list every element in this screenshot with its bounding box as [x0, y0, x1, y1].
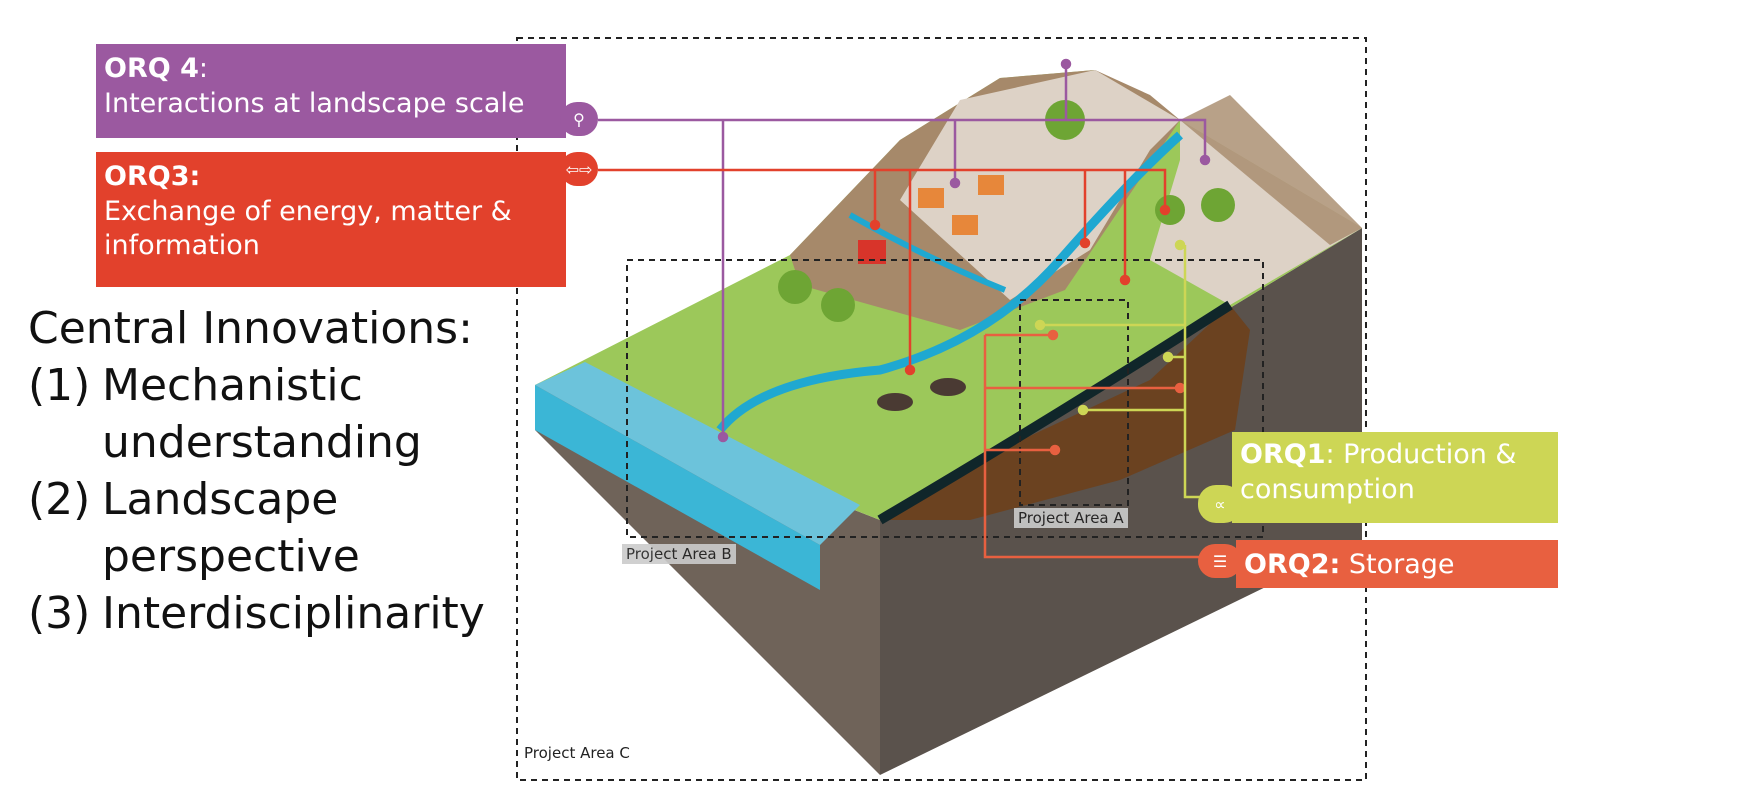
- project-area-c-label: Project Area C: [524, 744, 630, 762]
- innovation-item: (3)Interdisciplinarity: [28, 585, 485, 642]
- lake-front: [535, 385, 820, 590]
- orq2-text: Storage: [1348, 549, 1455, 580]
- orq3-text: Exchange of energy, matter & information: [104, 195, 512, 262]
- orq1-text: Production & consumption: [1240, 439, 1517, 505]
- project-area-b-boundary: [626, 259, 1264, 538]
- item-text: Mechanistic understanding: [102, 360, 422, 468]
- item-text: Interdisciplinarity: [102, 588, 485, 639]
- orq1-label: ORQ1: Production & consumption: [1232, 432, 1558, 523]
- orq2-title: ORQ2:: [1244, 549, 1341, 580]
- orq3-title: ORQ3:: [104, 161, 201, 192]
- orq4-connectors: [598, 58, 1211, 443]
- cow-icon: [877, 378, 966, 411]
- right-brown: [1180, 95, 1362, 245]
- orq1-connectors: [1034, 239, 1200, 499]
- cycle-icon: ∝: [1198, 485, 1242, 523]
- orq1-title: ORQ1: [1240, 439, 1326, 470]
- item-number: (3): [28, 588, 91, 639]
- project-area-a-boundary: [1019, 299, 1129, 506]
- house-icon: [918, 175, 1004, 235]
- innovation-item: (1)Mechanistic understanding: [28, 357, 485, 471]
- orq4-text: Interactions at landscape scale: [104, 87, 525, 119]
- orq4-title: ORQ 4: [104, 53, 199, 84]
- item-number: (2): [28, 474, 91, 525]
- orq4-label: ORQ 4: Interactions at landscape scale: [96, 44, 566, 138]
- river: [716, 131, 1184, 433]
- item-text: Landscape perspective: [102, 474, 360, 582]
- right-beige: [1150, 120, 1362, 305]
- innovations-heading: Central Innovations:: [28, 303, 473, 354]
- canal: [848, 212, 1007, 293]
- storage-icon: ☰: [1198, 544, 1242, 578]
- orq3-connectors: [598, 168, 1171, 376]
- exchange-arrows-icon: ⇦⇨: [560, 152, 598, 186]
- soil-dark-edge: [877, 300, 1233, 525]
- front-left-face: [535, 385, 880, 775]
- project-area-a-label: Project Area A: [1014, 508, 1128, 528]
- project-area-b-label: Project Area B: [622, 544, 736, 564]
- innovation-item: (2)Landscape perspective: [28, 471, 485, 585]
- location-pin-icon: ⚲: [560, 102, 598, 136]
- project-area-c-boundary: [516, 37, 1367, 781]
- lake-top: [535, 362, 860, 545]
- orq3-label: ORQ3: Exchange of energy, matter & infor…: [96, 152, 566, 287]
- orq2-label: ORQ2: Storage: [1236, 540, 1558, 588]
- item-number: (1): [28, 360, 91, 411]
- central-innovations: Central Innovations: (1)Mechanistic unde…: [28, 300, 485, 642]
- beige-area: [900, 70, 1180, 300]
